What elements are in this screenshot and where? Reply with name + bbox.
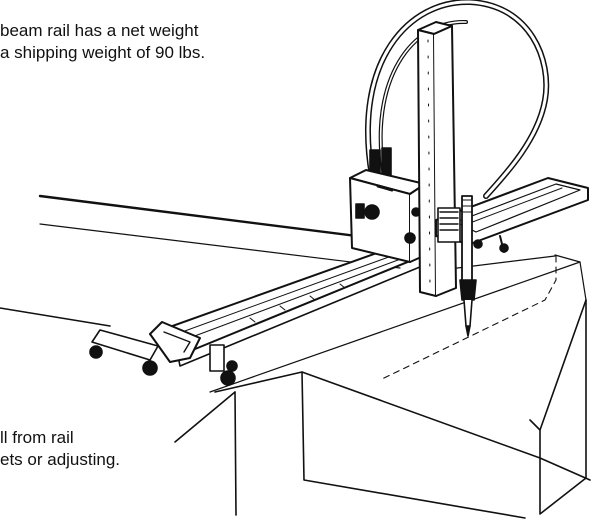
caption-top-line-1: beam rail has a net weight [0,21,199,40]
carriage-box [349,169,429,263]
gas-hose-loop [365,0,550,199]
vertical-mast [417,21,457,297]
torch [459,195,477,337]
end-bracket [89,321,201,376]
caption-bottom-line-2: ets or adjusting. [0,450,121,469]
caption-bottom-line-1: ll from rail [0,428,74,447]
caption-top-line-2: a shipping weight of 90 lbs. [0,43,206,62]
work-table [0,194,591,519]
cross-arm [435,177,589,253]
